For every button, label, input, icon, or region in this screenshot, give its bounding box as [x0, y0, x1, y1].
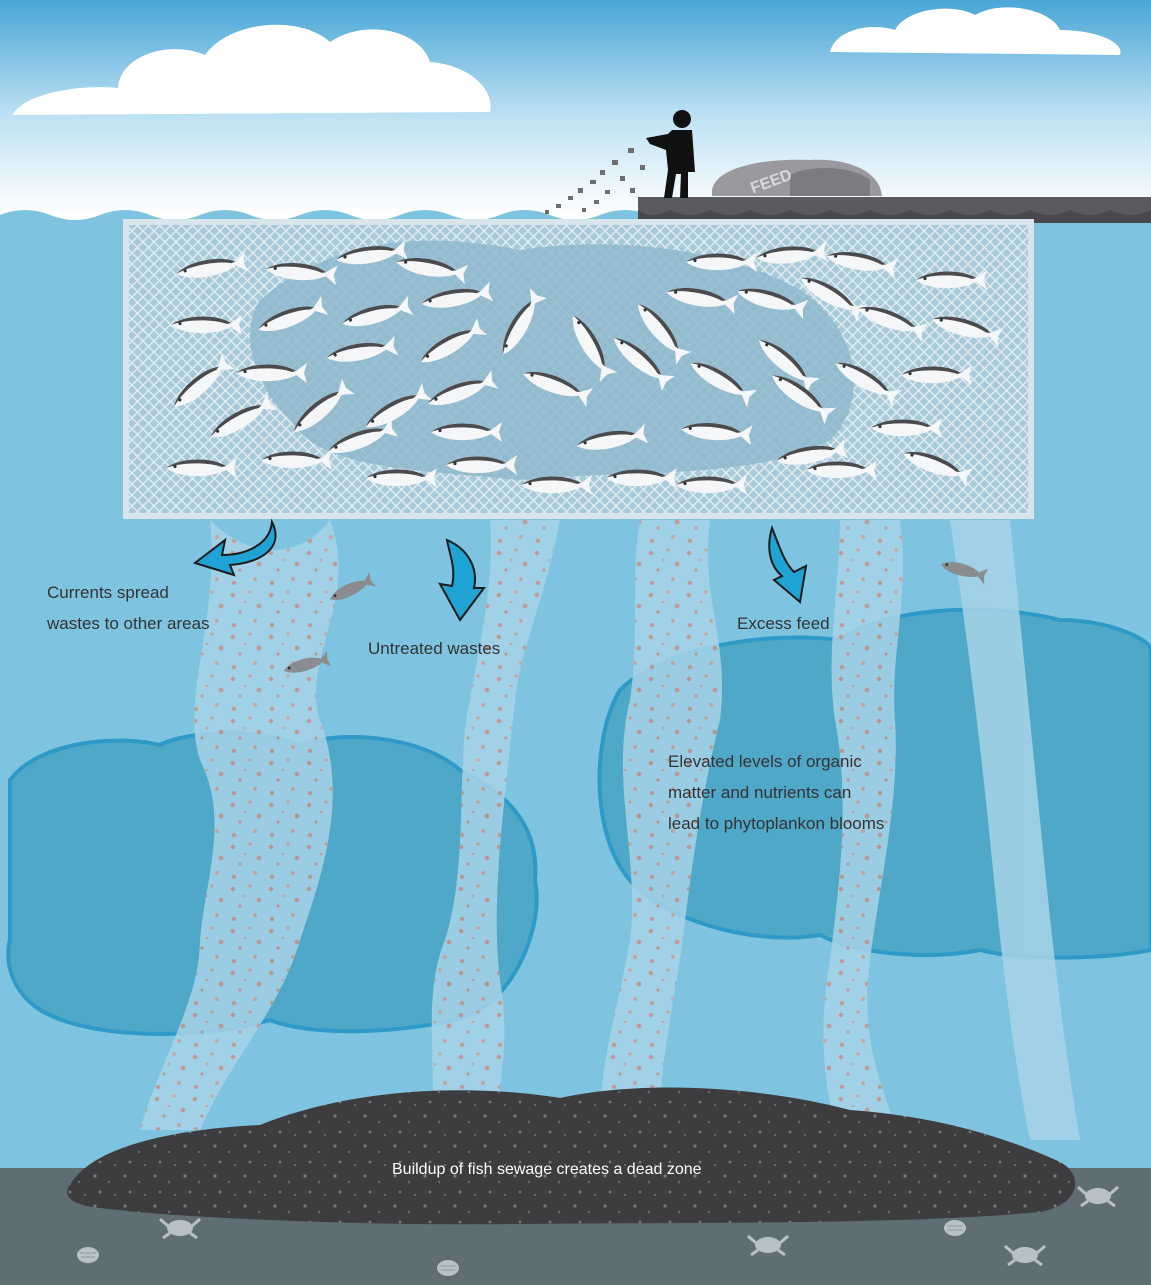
label-elevated-line2: matter and nutrients can	[668, 777, 851, 808]
label-currents-line2: wastes to other areas	[47, 608, 210, 639]
label-untreated-wastes: Untreated wastes	[368, 633, 500, 664]
label-excess-feed: Excess feed	[737, 608, 830, 639]
label-currents-line1: Currents spread	[47, 577, 169, 608]
label-elevated-line1: Elevated levels of organic	[668, 746, 862, 777]
label-elevated-line3: lead to phytoplankon blooms	[668, 808, 884, 839]
label-dead-zone: Buildup of fish sewage creates a dead zo…	[392, 1154, 702, 1185]
